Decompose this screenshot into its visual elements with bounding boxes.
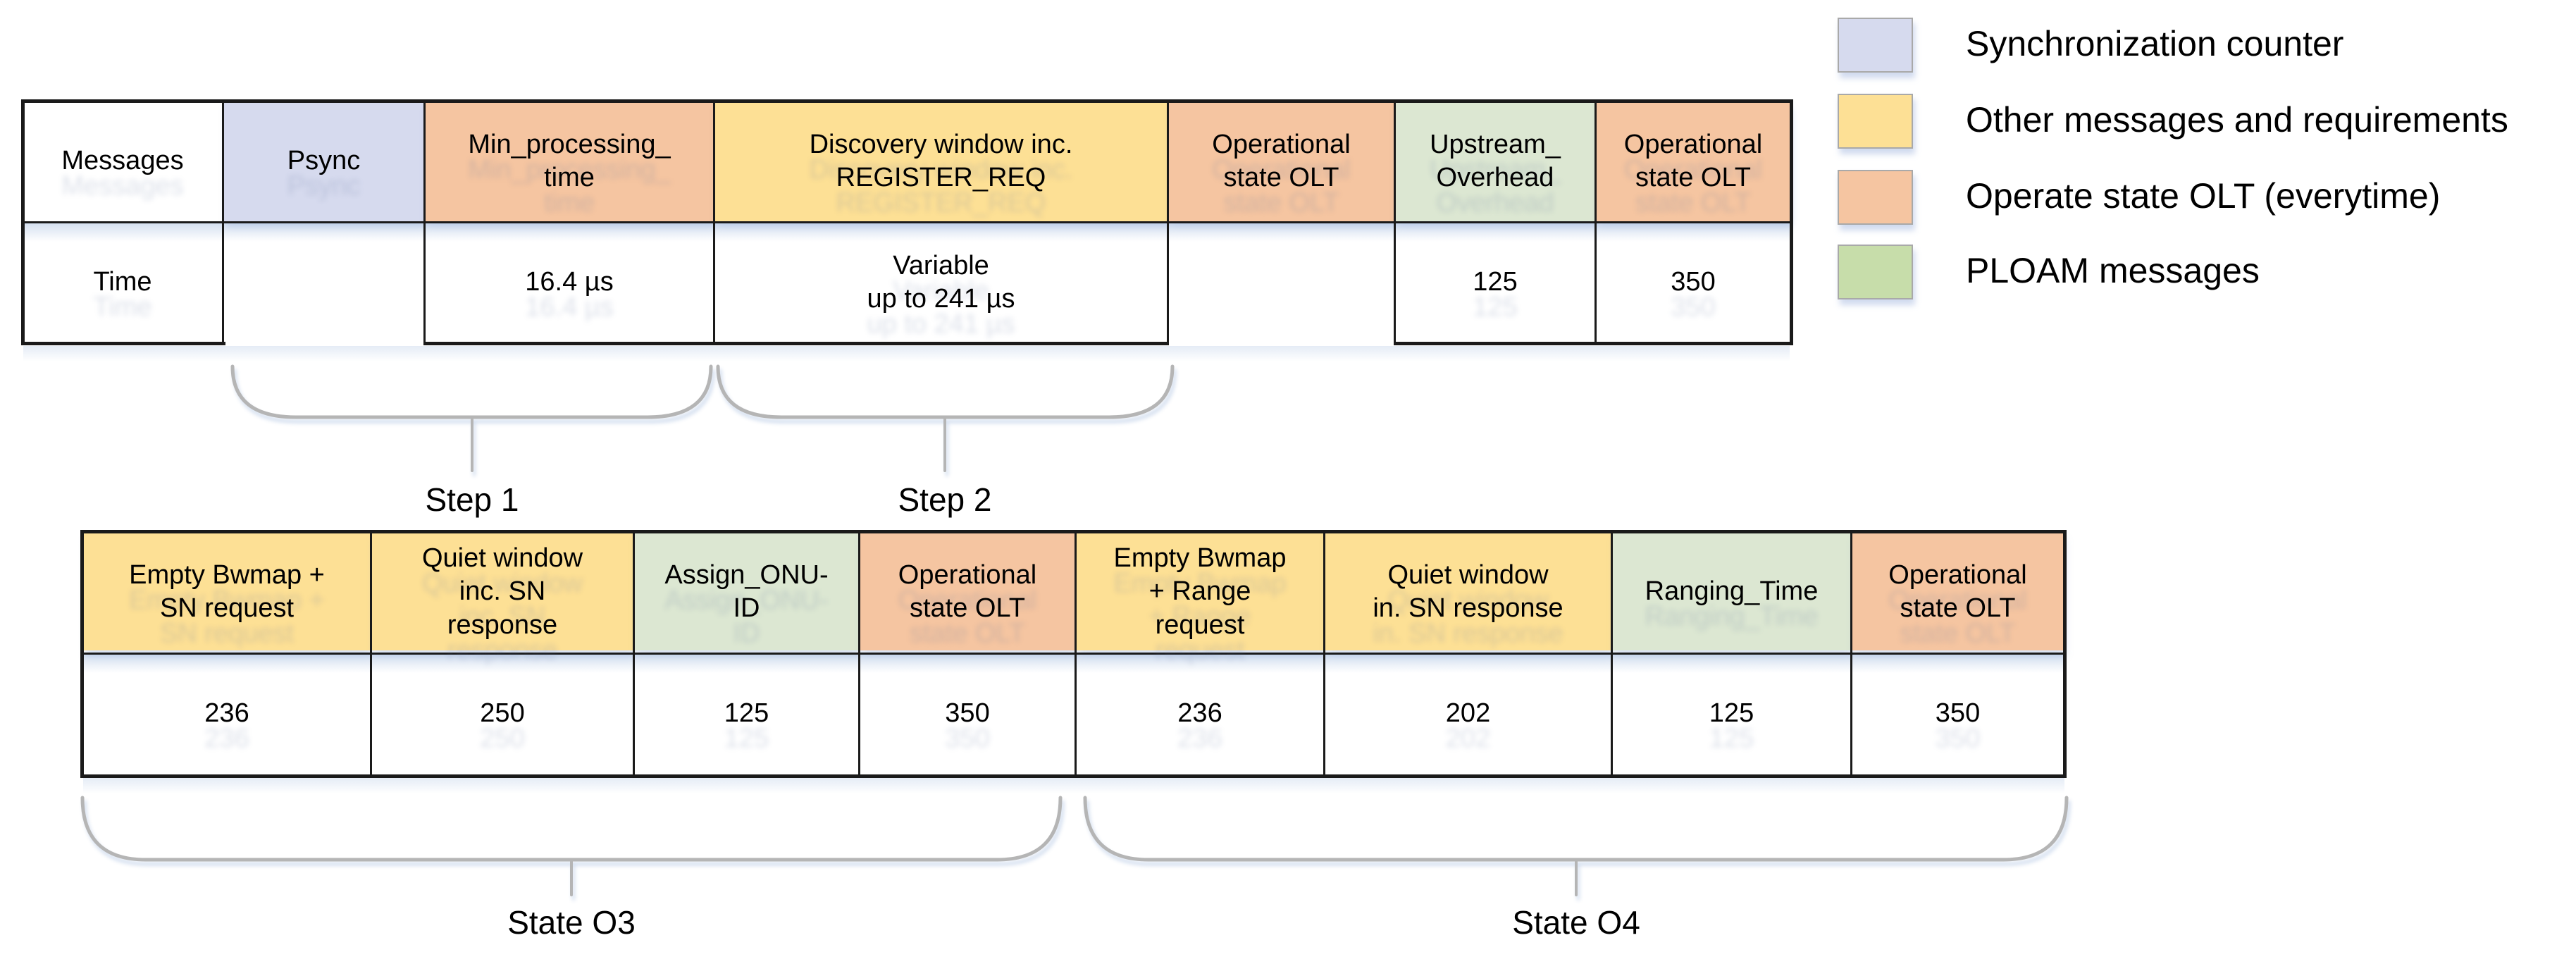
bottom-header-label-emptybwmap-range: Empty Bwmap + Range request [1113, 543, 1287, 640]
top-header-cell-psync [224, 103, 423, 221]
legend-label-operate: Operate state OLT (everytime) [1966, 176, 2441, 216]
top-table-bottom-shadow [23, 346, 1790, 362]
bottom-table-vline [1850, 530, 1852, 778]
bottom-table-vline [1323, 530, 1325, 778]
bottom-table-header-shadow [83, 655, 2064, 673]
top-header-label-opstate2: Operational state OLT [1623, 129, 1763, 192]
bottom-table-vline [1075, 530, 1077, 778]
bottom-time-5: 236 [1177, 698, 1222, 729]
bottom-table-bottom-shadow [83, 778, 2064, 793]
bottom-header-label-opstate2: Operational state OLT [1888, 560, 2027, 623]
top-table-vline [713, 99, 715, 345]
bottom-table-vline [370, 530, 372, 778]
bottom-header-cell-emptybwmap-sn [84, 533, 370, 650]
bottom-header-cell-rangingtime [1613, 533, 1850, 650]
top-table-vline [1167, 99, 1169, 345]
legend-swatch-operate [1838, 170, 1913, 225]
step2-brace [716, 364, 1175, 419]
bottom-header-label-emptybwmap-sn: Empty Bwmap + SN request [129, 560, 325, 623]
top-table-vline [222, 99, 224, 345]
top-header-cell-upstream [1396, 103, 1594, 221]
top-header-label-psync: Psync [287, 146, 361, 176]
top-table-header-shadow [23, 223, 1790, 242]
top-table-vline [423, 99, 426, 345]
bottom-table-border-bottom [80, 774, 2067, 778]
top-table-border-right [1790, 99, 1793, 345]
bottom-header-cell-opstate2 [1852, 533, 2063, 650]
top-header-label-discovery: Discovery window inc. REGISTER_REQ [809, 129, 1073, 192]
top-table-vline [1594, 99, 1597, 345]
top-row-label-messages: Messages [61, 146, 184, 176]
top-table-border-bottom-seg1 [21, 342, 225, 345]
bottom-time-4: 350 [945, 698, 990, 729]
legend-label-ploam: PLOAM messages [1966, 251, 2260, 290]
legend-label-sync: Synchronization counter [1966, 24, 2344, 63]
top-header-cell-discovery [715, 103, 1167, 221]
state-o3-label: State O3 [507, 904, 636, 941]
bottom-table-row-divider [80, 653, 2067, 655]
bottom-time-2: 250 [480, 698, 525, 729]
top-table-border-bottom-seg2 [423, 342, 1168, 345]
bottom-table-vline [633, 530, 635, 778]
bottom-table-vline [1611, 530, 1613, 778]
top-header-label-minproc: Min_processing_ time [468, 129, 671, 192]
top-table-border-top [21, 99, 1793, 103]
legend-label-other: Other messages and requirements [1966, 100, 2508, 140]
bottom-header-cell-opstate1 [860, 533, 1075, 650]
bottom-table-border-top [80, 530, 2067, 533]
state-o3-brace [80, 796, 1063, 862]
top-time-minproc: 16.4 µs [525, 267, 614, 297]
bottom-header-cell-emptybwmap-range [1077, 533, 1323, 650]
bottom-header-cell-quietwindow-range [1325, 533, 1611, 650]
top-table-row-divider [21, 221, 1793, 223]
bottom-header-label-quietwindow-range: Quiet window in. SN response [1373, 560, 1563, 623]
bottom-header-label-quietwindow-sn: Quiet window inc. SN response [421, 543, 583, 640]
top-row-label-time: Time [93, 267, 152, 297]
step1-brace [230, 364, 713, 419]
state-o4-label: State O4 [1512, 904, 1640, 941]
bottom-time-3: 125 [724, 698, 769, 729]
bottom-time-1: 236 [204, 698, 249, 729]
legend-swatch-ploam [1838, 245, 1913, 299]
top-time-opstate2: 350 [1671, 267, 1716, 297]
top-header-cell-opstate1 [1169, 103, 1394, 221]
top-header-label-opstate1: Operational state OLT [1212, 129, 1351, 192]
bottom-header-cell-assignonuid [635, 533, 858, 650]
step1-label: Step 1 [425, 481, 519, 518]
legend-swatch-sync [1838, 18, 1913, 73]
bottom-time-7: 125 [1709, 698, 1754, 729]
legend-swatch-other [1838, 94, 1913, 149]
top-time-upstream: 125 [1473, 267, 1518, 297]
top-time-discovery: Variable up to 241 µs [867, 250, 1015, 314]
top-header-cell-opstate2 [1597, 103, 1790, 221]
bottom-header-label-rangingtime: Ranging_Time [1645, 576, 1819, 607]
bottom-table-vline [858, 530, 860, 778]
bottom-header-label-assignonuid: Assign_ONU- ID [664, 560, 829, 623]
bottom-time-6: 202 [1445, 698, 1491, 729]
bottom-header-cell-quietwindow-sn [372, 533, 633, 650]
top-table-border-bottom-seg3 [1394, 342, 1793, 345]
step2-label: Step 2 [898, 481, 992, 518]
state-o4-brace [1083, 796, 2069, 862]
bottom-time-8: 350 [1935, 698, 1981, 729]
top-header-label-upstream: Upstream_ Overhead [1430, 129, 1561, 192]
top-table-vline [1394, 99, 1396, 345]
top-header-cell-minproc [426, 103, 713, 221]
top-table-border-left [21, 99, 25, 345]
bottom-header-label-opstate1: Operational state OLT [898, 560, 1037, 623]
